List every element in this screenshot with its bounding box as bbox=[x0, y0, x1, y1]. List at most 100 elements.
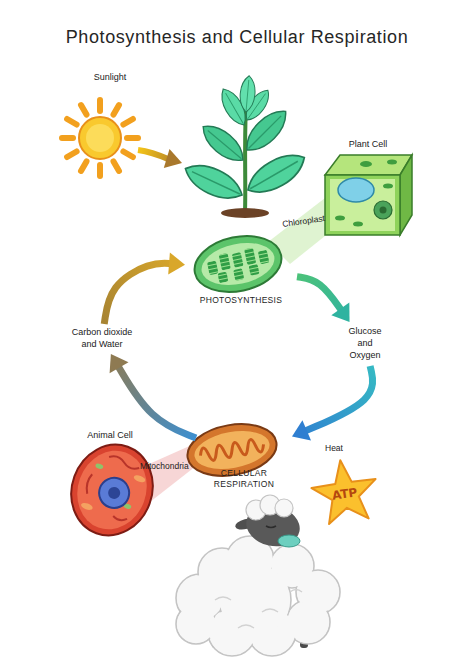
arrow-shaft bbox=[297, 277, 343, 312]
cell-node: Plant Cell bbox=[320, 139, 416, 239]
sun-illustration bbox=[67, 119, 77, 125]
chloroplast-illustration bbox=[244, 248, 256, 266]
sheep-illustration bbox=[177, 537, 339, 655]
animal-cell-illustration bbox=[113, 514, 127, 522]
sun-illustration bbox=[81, 105, 87, 115]
arrow-head bbox=[331, 303, 349, 322]
sun-illustration bbox=[86, 124, 114, 152]
animal-cell-illustration bbox=[108, 454, 140, 471]
sheep-illustration bbox=[177, 605, 215, 643]
plant-cell-illustration bbox=[400, 155, 412, 235]
plant-illustration bbox=[248, 116, 281, 149]
sun-illustration bbox=[97, 165, 103, 176]
plant-illustration bbox=[180, 75, 311, 218]
arrow-shaft bbox=[117, 364, 196, 438]
energy-star: ATP bbox=[314, 464, 376, 524]
sheep-illustration bbox=[266, 526, 276, 528]
cycle-arrow bbox=[104, 252, 185, 324]
atp-star bbox=[308, 456, 381, 526]
plant-cell-illustration bbox=[325, 175, 400, 235]
plant-cell-illustration bbox=[353, 222, 363, 227]
arrow-head bbox=[292, 420, 311, 440]
animal-cell-illustration bbox=[66, 441, 157, 539]
chloroplast-illustration bbox=[218, 272, 229, 284]
plant-cell-illustration bbox=[325, 155, 412, 175]
sun-illustration bbox=[123, 152, 133, 158]
plant-illustration bbox=[208, 130, 242, 158]
sun-illustration bbox=[62, 100, 138, 176]
node-text: Carbon dioxide and Water bbox=[69, 327, 135, 350]
arrow-shaft bbox=[303, 366, 373, 432]
plant-illustration bbox=[196, 119, 249, 169]
chloroplast-illustration bbox=[189, 228, 286, 299]
plant-cell-illustration bbox=[360, 161, 372, 167]
animal-cell-illustration bbox=[84, 474, 94, 494]
chloroplast-illustration bbox=[219, 253, 231, 271]
arrow-shaft bbox=[104, 263, 173, 324]
plant-illustration bbox=[239, 75, 257, 113]
plant-illustration bbox=[221, 208, 269, 218]
plant-illustration bbox=[180, 157, 247, 206]
mitochondrion-illustration bbox=[199, 438, 264, 463]
plant-cell-illustration bbox=[330, 179, 395, 231]
node-text: PHOTOSYNTHESIS bbox=[200, 295, 282, 306]
mitochondrion-illustration bbox=[191, 426, 272, 475]
sun-node: Sunlight bbox=[68, 72, 152, 182]
substance-node: Carbon dioxide and Water bbox=[60, 324, 144, 354]
cell-node: Animal Cell bbox=[68, 430, 152, 536]
animal-cell-illustration bbox=[59, 433, 166, 547]
sun-illustration bbox=[62, 135, 73, 141]
plant-cell-illustration bbox=[374, 201, 392, 219]
plant-illustration bbox=[192, 172, 240, 194]
chloroplast-illustration bbox=[198, 237, 279, 292]
sheep-illustration bbox=[176, 536, 340, 656]
cycle-arrow bbox=[292, 366, 373, 440]
atp-star bbox=[308, 456, 381, 526]
plant-cell-illustration bbox=[325, 155, 412, 235]
plant-illustration bbox=[241, 146, 310, 201]
plant-cell-illustration bbox=[383, 184, 393, 189]
sun-illustration bbox=[67, 152, 77, 158]
part-label: Mitochondria bbox=[140, 461, 189, 471]
plant-cell-illustration bbox=[338, 178, 374, 202]
sunlight-arrow bbox=[164, 149, 182, 168]
part-label: Heat bbox=[325, 443, 343, 453]
sun-illustration bbox=[79, 117, 121, 159]
chloroplast-illustration bbox=[232, 252, 244, 268]
sheep-illustration bbox=[278, 535, 300, 547]
node-text: Animal Cell bbox=[87, 430, 133, 442]
animal-cell-illustration bbox=[80, 502, 93, 512]
sun-illustration bbox=[114, 161, 120, 171]
plant-cell-illustration bbox=[335, 216, 345, 221]
diagram-title: Photosynthesis and Cellular Respiration bbox=[0, 27, 474, 48]
arrow-head bbox=[110, 354, 129, 373]
organelle-node: PHOTOSYNTHESIS bbox=[185, 232, 297, 306]
animal-cell-illustration bbox=[133, 474, 146, 484]
sun-illustration bbox=[114, 105, 120, 115]
animal-cell-illustration bbox=[95, 463, 104, 470]
sun-illustration bbox=[123, 119, 133, 125]
sheep-illustration bbox=[176, 495, 340, 656]
animal-cell-illustration bbox=[59, 433, 166, 547]
plant-illustration bbox=[241, 146, 310, 201]
animal-cell-illustration bbox=[106, 485, 121, 500]
arrow-head bbox=[168, 252, 185, 274]
node-text: Glucose and Oxygen bbox=[345, 326, 385, 361]
organelle-node: CELLULAR RESPIRATION bbox=[196, 424, 292, 490]
node-text: ATP bbox=[331, 485, 358, 502]
plant-cell-illustration bbox=[380, 207, 387, 214]
sun-illustration bbox=[62, 100, 138, 176]
sun-illustration bbox=[81, 161, 87, 171]
sunlight-arrow bbox=[138, 149, 182, 168]
chloroplast-illustration bbox=[249, 264, 260, 276]
plant-illustration bbox=[196, 119, 249, 169]
sun-illustration bbox=[127, 135, 138, 141]
plant-cell-illustration bbox=[387, 160, 397, 165]
node-text: Sunlight bbox=[94, 72, 127, 84]
substance-node: Glucose and Oxygen bbox=[338, 322, 392, 366]
sheep-illustration bbox=[275, 499, 293, 517]
sheep-illustration bbox=[215, 590, 302, 629]
